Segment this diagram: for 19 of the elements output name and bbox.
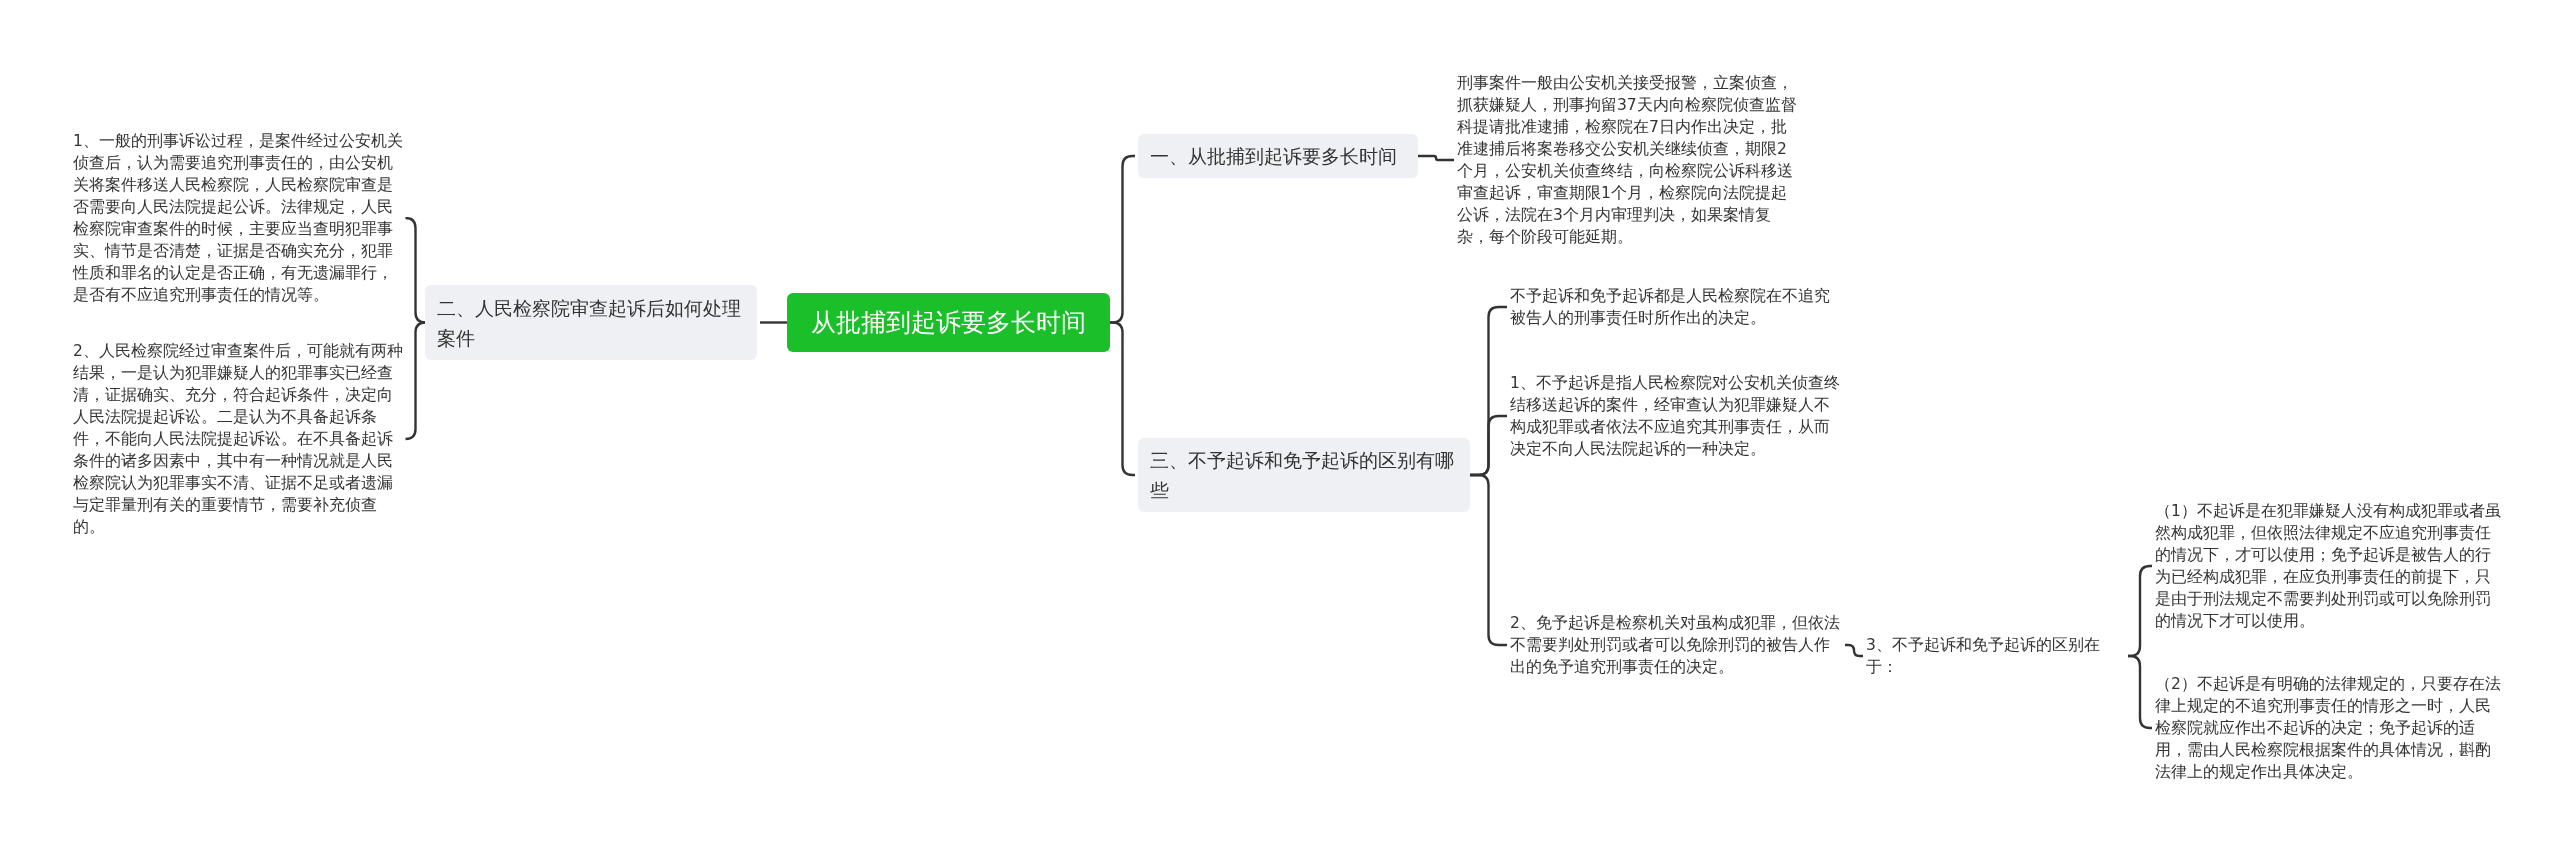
connector-line [1845, 643, 1863, 658]
note-text: 不予起诉和免予起诉都是人民检察院在不追究被告人的刑事责任时所作出的决定。 [1510, 285, 1845, 329]
note-text: （1）不起诉是在犯罪嫌疑人没有构成犯罪或者虽然构成犯罪，但依照法律规定不应追究刑事责任的情况下，才可以使用；免予起诉是被告人的行为已经构成犯罪，在应负刑事责任的前提下，只是由于刑法规定不需要判处刑罚或可以免除刑罚的情况下才可以使用。 [2155, 500, 2505, 632]
topic-box: 二、人民检察院审查起诉后如何处理案件 [425, 285, 757, 360]
topic-box: 三、不予起诉和免予起诉的区别有哪些 [1138, 438, 1470, 512]
central-topic-box: 从批捕到起诉要多长时间 [787, 293, 1110, 352]
connector-line [760, 321, 787, 324]
connector-line [2128, 654, 2152, 730]
note-text: 刑事案件一般由公安机关接受报警，立案侦查，抓获嫌疑人，刑事拘留37天内向检察院侦查监督科提请批准逮捕，检察院在7日内作出决定，批准逮捕后将案卷移交公安机关继续侦查，期限2个月，公安机关侦查终结，向检察院公诉科移送审查起诉，审查期限1个月，检察院向法院提起公诉，法院在3个月内审理判决，如果案情复杂，每个阶段可能延期。 [1457, 72, 1797, 248]
note-text: 2、免予起诉是检察机关对虽构成犯罪，但依法不需要判处刑罚或者可以免除刑罚的被告人作出的免予追究刑事责任的决定。 [1510, 612, 1845, 678]
connector-line [404, 321, 427, 441]
note-text: 1、一般的刑事诉讼过程，是案件经过公安机关侦查后，认为需要追究刑事责任的，由公安机关将案件移送人民检察院，人民检察院审查是否需要向人民法院提起公诉。法律规定，人民检察院审查案件的时候，主要应当查明犯罪事实、情节是否清楚，证据是否确实充分，犯罪性质和罪名的认定是否正确，有无遗漏罪行，是否有不应追究刑事责任的情况等。 [73, 130, 403, 306]
topic-box: 一、从批捕到起诉要多长时间 [1138, 134, 1418, 178]
note-text: （2）不起诉是有明确的法律规定的，只要存在法律上规定的不追究刑事责任的情形之一时，人民检察院就应作出不起诉的决定；免予起诉的适用，需由人民检察院根据案件的具体情况，斟酌法律上的规定作出具体决定。 [2155, 673, 2505, 783]
note-text: 2、人民检察院经过审查案件后，可能就有两种结果，一是认为犯罪嫌疑人的犯罪事实已经查清，证据确实、充分，符合起诉条件，决定向人民法院提起诉讼。二是认为不具备起诉条件，不能向人民法院提起诉讼。在不具备起诉条件的诸多因素中，其中有一种情况就是人民检察院认为犯罪事实不清、证据不足或者遗漏与定罪量刑有关的重要情节，需要补充侦查的。 [73, 340, 403, 538]
note-text: 3、不予起诉和免予起诉的区别在于： [1866, 634, 2128, 678]
connector-line [1418, 154, 1454, 162]
note-text: 1、不予起诉是指人民检察院对公安机关侦查终结移送起诉的案件，经审查认为犯罪嫌疑人不构成犯罪或者依法不应追究其刑事责任，从而决定不向人民法院起诉的一种决定。 [1510, 372, 1845, 460]
connector-line [1110, 321, 1135, 477]
